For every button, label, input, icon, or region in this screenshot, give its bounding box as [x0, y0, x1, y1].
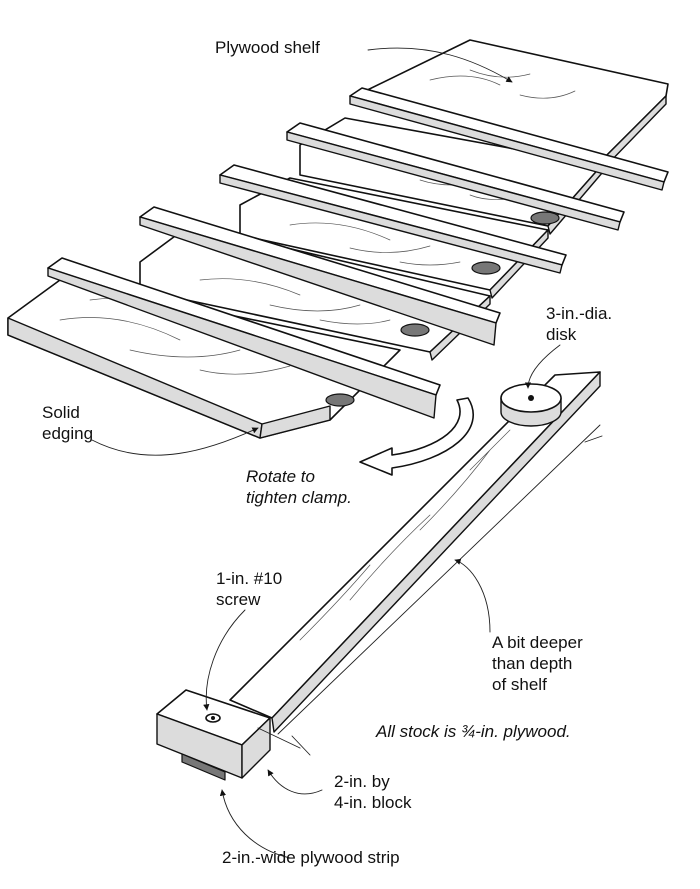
leaders — [91, 47, 561, 859]
clamp-strip-2 — [286, 122, 625, 231]
disk — [500, 383, 562, 427]
clamp-strip-1 — [349, 87, 669, 191]
label-stock: All stock is ¾-in. plywood. — [376, 722, 571, 741]
label-solid-edging: Solid edging — [42, 403, 94, 443]
label-depth: A bit deeper than depth of shelf — [492, 633, 583, 694]
block — [156, 689, 271, 781]
label-disk: 3-in.-dia. disk — [546, 304, 613, 344]
label-rotate: Rotate to tighten clamp. — [246, 467, 352, 507]
single-clamp — [156, 371, 603, 781]
rotate-arrow — [359, 397, 474, 476]
label-plywood-shelf: Plywood shelf — [215, 38, 320, 57]
label-strip: 2-in.-wide plywood strip — [222, 848, 400, 867]
clamp-strips — [47, 87, 669, 419]
clamp-strip-4 — [139, 206, 501, 346]
label-screw: 1-in. #10 screw — [216, 569, 283, 609]
clamp-strip-3 — [219, 164, 567, 274]
clamp-strip-5 — [47, 257, 441, 419]
label-block: 2-in. by 4-in. block — [334, 772, 412, 812]
